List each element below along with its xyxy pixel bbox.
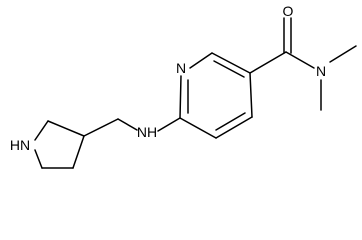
ring-nitrogen-label: N xyxy=(176,60,186,76)
bond-n1p-c2p xyxy=(34,120,49,141)
carbonyl-oxygen-label: O xyxy=(283,3,294,19)
bond-c2-c3 xyxy=(211,52,251,74)
bond-n1-c2 xyxy=(189,52,213,69)
bond-c3-carbonyl xyxy=(249,51,287,74)
bond-c4-c5-double xyxy=(215,112,246,131)
bond-ch2-c3p xyxy=(83,118,119,137)
bond-n-methyl-1 xyxy=(329,45,357,63)
bond-carbonyl-n xyxy=(285,51,315,69)
amine-nh-label: NH xyxy=(137,124,157,140)
bond-c6-nh xyxy=(157,117,181,132)
bond-c5p-n1p xyxy=(34,149,43,169)
bond-c6-n1 xyxy=(179,75,182,119)
pyrrolidine-nh-label: HN xyxy=(10,137,30,153)
bond-c3p-c4p xyxy=(72,135,85,169)
amide-nitrogen-label: N xyxy=(316,63,326,79)
bond-c2-c3-double xyxy=(213,60,245,78)
bond-c4-c5 xyxy=(215,116,253,139)
bond-nh-ch2 xyxy=(117,118,138,131)
molecule-diagram: N O N NH HN xyxy=(10,3,357,169)
bond-c2p-c3p xyxy=(47,120,85,137)
bond-c5-c6 xyxy=(179,117,217,139)
bond-c3-c4 xyxy=(249,72,253,118)
